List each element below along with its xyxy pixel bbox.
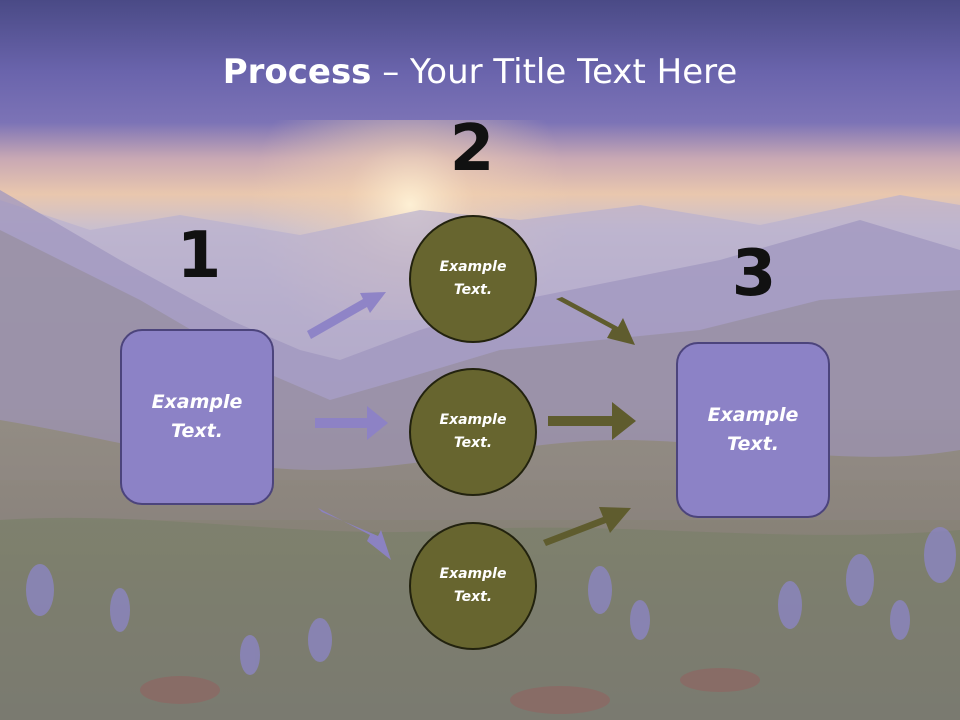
arrow-middle-to-right (548, 402, 636, 440)
process-circle-bottom-line1: Example (439, 566, 507, 582)
slide-title: Process – Your Title Text Here (0, 52, 960, 92)
process-circle-bottom[interactable]: Example Text. (409, 522, 537, 650)
process-circle-middle-line1: Example (439, 412, 507, 428)
process-circle-top-line2: Text. (453, 282, 493, 298)
arrow-top-to-right (556, 297, 635, 345)
process-box-left-line1: Example (151, 391, 243, 413)
process-box-left[interactable]: Example Text. (120, 329, 274, 505)
process-box-right-text: Example Text. (708, 401, 799, 459)
step-number-3: 3 (731, 237, 777, 311)
title-rest: – Your Title Text Here (371, 52, 738, 92)
arrow-left-to-middle (315, 406, 388, 440)
arrow-bottom-to-right (543, 507, 631, 546)
process-circle-middle-text: Example Text. (440, 409, 507, 455)
process-circle-top[interactable]: Example Text. (409, 215, 537, 343)
title-bold: Process (222, 52, 372, 92)
step-number-1: 1 (176, 219, 222, 293)
process-circle-middle[interactable]: Example Text. (409, 368, 537, 496)
process-circle-bottom-text: Example Text. (440, 563, 507, 609)
process-circle-bottom-line2: Text. (453, 589, 493, 605)
step-number-2: 2 (449, 112, 495, 186)
process-box-right[interactable]: Example Text. (676, 342, 830, 518)
process-circle-middle-line2: Text. (453, 435, 493, 451)
process-box-left-line2: Text. (171, 420, 223, 442)
process-box-left-text: Example Text. (152, 388, 243, 446)
arrow-left-to-bottom (318, 508, 391, 560)
process-circle-top-line1: Example (439, 259, 507, 275)
process-box-right-line1: Example (707, 404, 799, 426)
process-circle-top-text: Example Text. (440, 256, 507, 302)
process-box-right-line2: Text. (727, 433, 779, 455)
arrow-left-to-top (307, 292, 386, 339)
